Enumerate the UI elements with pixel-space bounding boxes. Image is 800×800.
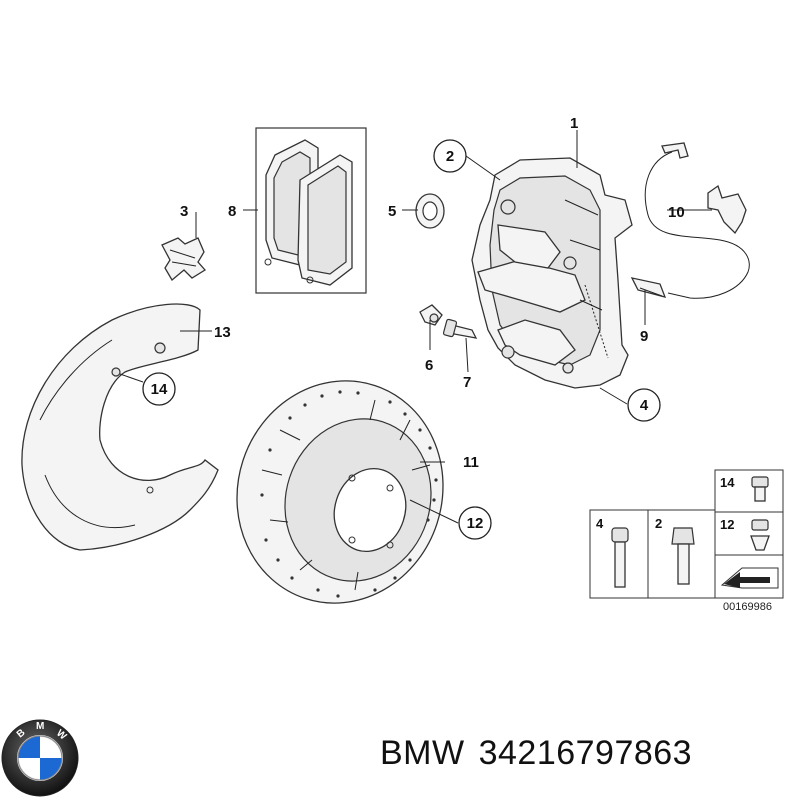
callout-11: 11 <box>463 454 479 471</box>
svg-text:2: 2 <box>655 516 662 531</box>
brake-disc <box>236 380 444 604</box>
guide-pin <box>442 318 478 339</box>
hardware-inset: 4 2 14 12 00169986 <box>589 469 784 613</box>
callout-7: 7 <box>463 374 471 391</box>
callout-5: 5 <box>388 203 396 220</box>
callout-14: 14 <box>142 372 176 406</box>
svg-text:5: 5 <box>388 203 396 220</box>
callout-9: 9 <box>640 328 648 345</box>
brake-caliper <box>471 157 633 389</box>
svg-text:2: 2 <box>446 148 454 165</box>
leader-lines <box>119 130 712 524</box>
wear-sensor <box>630 142 750 299</box>
dust-shield <box>21 303 219 551</box>
svg-text:00169986: 00169986 <box>723 601 772 613</box>
part-number: 34216797863 <box>478 734 693 772</box>
callout-8: 8 <box>228 203 236 220</box>
svg-text:11: 11 <box>463 454 479 471</box>
direction-arrow-icon <box>720 567 779 589</box>
brake-pads <box>255 127 367 294</box>
bmw-logo: B M W <box>1 719 79 797</box>
svg-text:3: 3 <box>180 203 188 220</box>
callout-4: 4 <box>627 388 661 422</box>
svg-text:4: 4 <box>640 397 649 414</box>
svg-text:6: 6 <box>425 357 433 374</box>
callout-3: 3 <box>180 203 188 220</box>
callout-2: 2 <box>433 139 467 173</box>
svg-text:12: 12 <box>720 517 734 532</box>
callout-13: 13 <box>214 324 231 341</box>
svg-text:7: 7 <box>463 374 471 391</box>
brand-name: BMW <box>380 734 465 772</box>
sensor-bracket <box>707 184 747 235</box>
callout-10: 10 <box>668 204 685 221</box>
svg-text:4: 4 <box>596 516 604 531</box>
svg-text:14: 14 <box>151 381 168 398</box>
svg-text:14: 14 <box>720 475 735 490</box>
svg-text:12: 12 <box>467 515 484 532</box>
anti-rattle-clip <box>161 237 206 281</box>
svg-text:13: 13 <box>214 324 231 341</box>
svg-text:9: 9 <box>640 328 648 345</box>
seal-ring <box>415 193 445 229</box>
bleed-screw <box>419 304 443 326</box>
callout-6: 6 <box>425 357 433 374</box>
part-caption: BMW 34216797863 <box>380 734 790 773</box>
svg-text:1: 1 <box>570 115 578 132</box>
svg-text:M: M <box>36 721 44 732</box>
callout-12: 12 <box>458 506 492 540</box>
svg-text:10: 10 <box>668 204 685 221</box>
svg-text:8: 8 <box>228 203 236 220</box>
callout-1: 1 <box>570 115 578 132</box>
